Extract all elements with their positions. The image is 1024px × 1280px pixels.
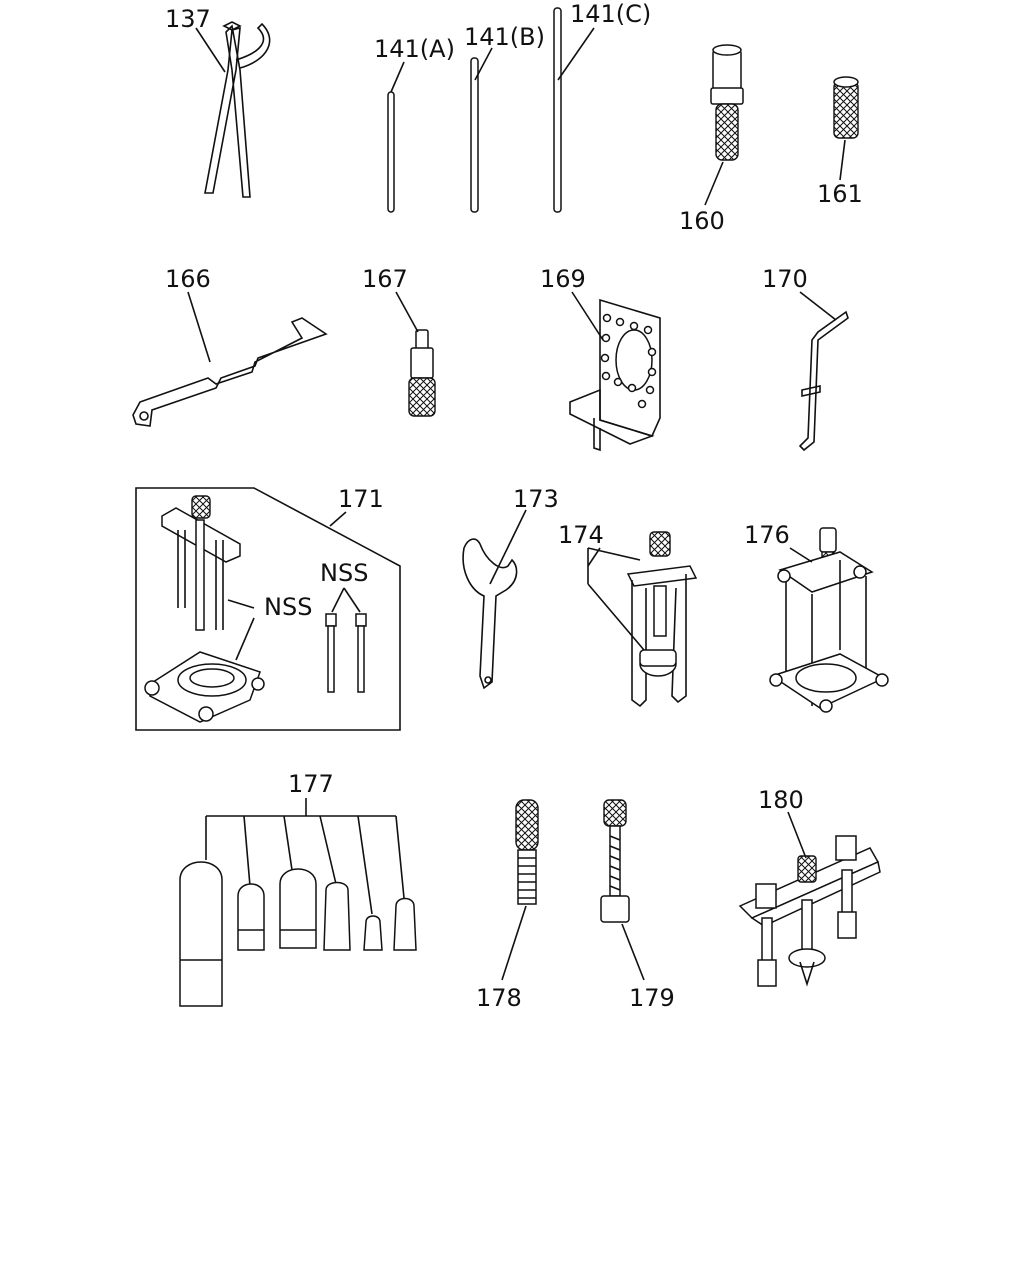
label-160: 160 [679, 207, 725, 235]
label-141c: 141(C) [570, 0, 651, 28]
label-174: 174 [558, 521, 604, 549]
label-nss-bolts: NSS [320, 559, 368, 587]
label-180: 180 [758, 786, 804, 814]
label-141b: 141(B) [464, 23, 545, 51]
tool-176 [769, 527, 889, 713]
label-171: 171 [338, 485, 384, 513]
label-179: 179 [629, 984, 675, 1012]
tool-166 [132, 291, 328, 427]
tool-137 [195, 21, 271, 198]
tool-141b [470, 47, 493, 213]
label-167: 167 [362, 265, 408, 293]
tool-167 [395, 291, 436, 417]
tool-170 [798, 291, 849, 452]
label-169: 169 [540, 265, 586, 293]
tool-161 [833, 76, 859, 181]
label-141a: 141(A) [374, 35, 455, 63]
tool-180 [738, 811, 881, 987]
label-137: 137 [165, 5, 211, 33]
label-173: 173 [513, 485, 559, 513]
tool-179 [600, 799, 645, 981]
tool-174 [587, 531, 698, 708]
label-nss-puller: NSS [264, 593, 312, 621]
tool-173 [462, 509, 527, 690]
label-177: 177 [288, 770, 334, 798]
label-166: 166 [165, 265, 211, 293]
tool-171-kit [135, 487, 401, 731]
tool-178 [501, 799, 539, 981]
tool-160 [704, 44, 744, 206]
tool-177-set [179, 798, 417, 1007]
tool-169 [569, 291, 661, 452]
tool-141a [387, 61, 405, 213]
label-170: 170 [762, 265, 808, 293]
label-178: 178 [476, 984, 522, 1012]
tool-141c [553, 7, 595, 213]
label-161: 161 [817, 180, 863, 208]
label-176: 176 [744, 521, 790, 549]
